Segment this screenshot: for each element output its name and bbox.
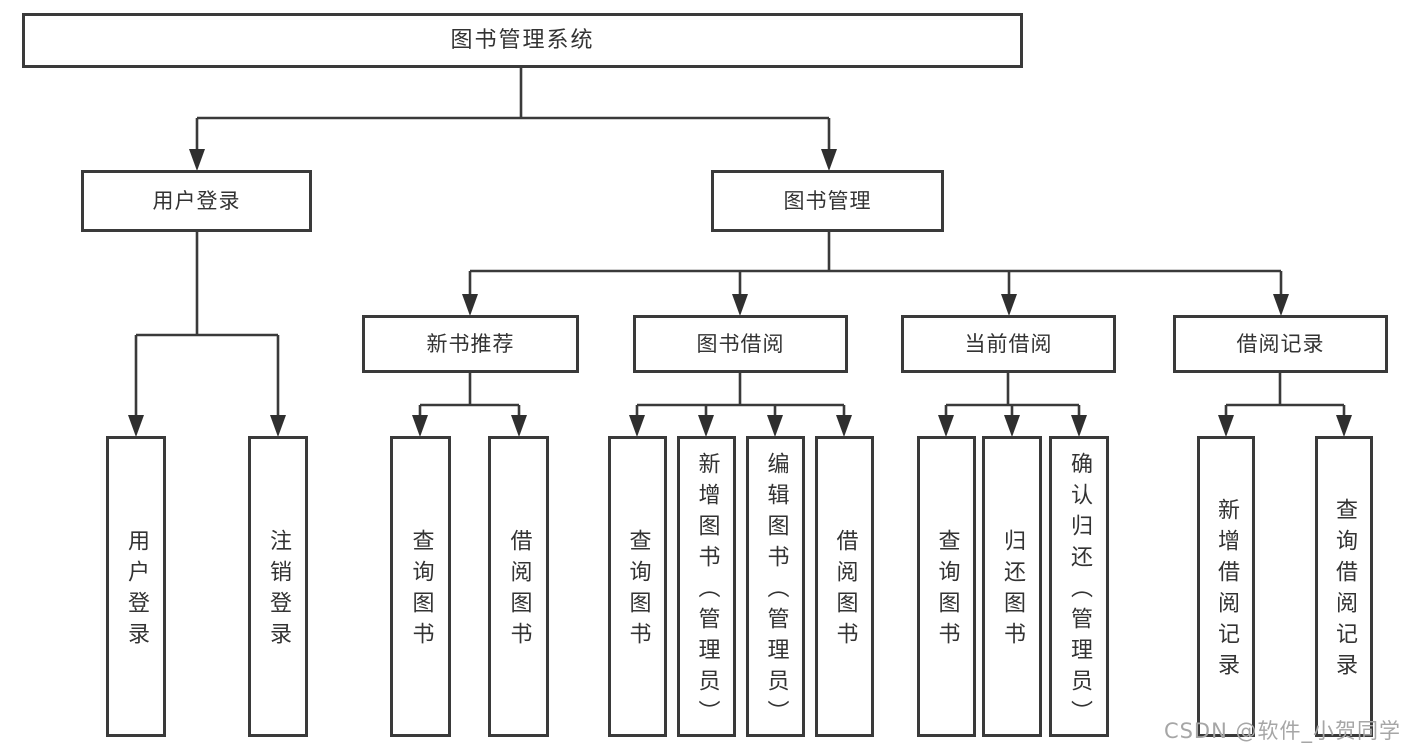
csdn-watermark: CSDN @软件_小贺同学 [1163, 719, 1401, 743]
node-new-book-recommend-label: 新书推荐 [426, 331, 515, 356]
leaf-return-books: 归还图书 [982, 436, 1042, 737]
node-user-login-label: 用户登录 [152, 188, 241, 213]
node-book-borrow: 图书借阅 [633, 315, 848, 373]
node-book-management: 图书管理 [711, 170, 944, 232]
leaf-logout: 注销登录 [248, 436, 308, 737]
leaf-borrow-books-recommend: 借阅图书 [488, 436, 549, 737]
node-borrow-records: 借阅记录 [1173, 315, 1388, 373]
leaf-query-borrow-record: 查询借阅记录 [1315, 436, 1373, 737]
node-book-borrow-label: 图书借阅 [696, 331, 785, 356]
node-user-login: 用户登录 [81, 170, 312, 232]
leaf-query-books-recommend: 查询图书 [390, 436, 451, 737]
node-new-book-recommend: 新书推荐 [362, 315, 579, 373]
node-root-label: 图书管理系统 [450, 27, 595, 53]
leaf-borrow-books: 借阅图书 [815, 436, 874, 737]
node-current-borrow-label: 当前借阅 [964, 331, 1053, 356]
node-book-management-label: 图书管理 [783, 188, 872, 213]
leaf-edit-books-admin: 编辑图书（管理员） [746, 436, 805, 737]
leaf-add-borrow-record: 新增借阅记录 [1197, 436, 1255, 737]
leaf-query-books-current: 查询图书 [917, 436, 976, 737]
node-borrow-records-label: 借阅记录 [1236, 331, 1325, 356]
leaf-confirm-return-admin: 确认归还（管理员） [1049, 436, 1109, 737]
leaf-add-books-admin: 新增图书（管理员） [677, 436, 736, 737]
node-current-borrow: 当前借阅 [901, 315, 1116, 373]
node-root-system: 图书管理系统 [22, 13, 1023, 68]
leaf-query-books-borrow: 查询图书 [608, 436, 667, 737]
leaf-user-login: 用户登录 [106, 436, 166, 737]
